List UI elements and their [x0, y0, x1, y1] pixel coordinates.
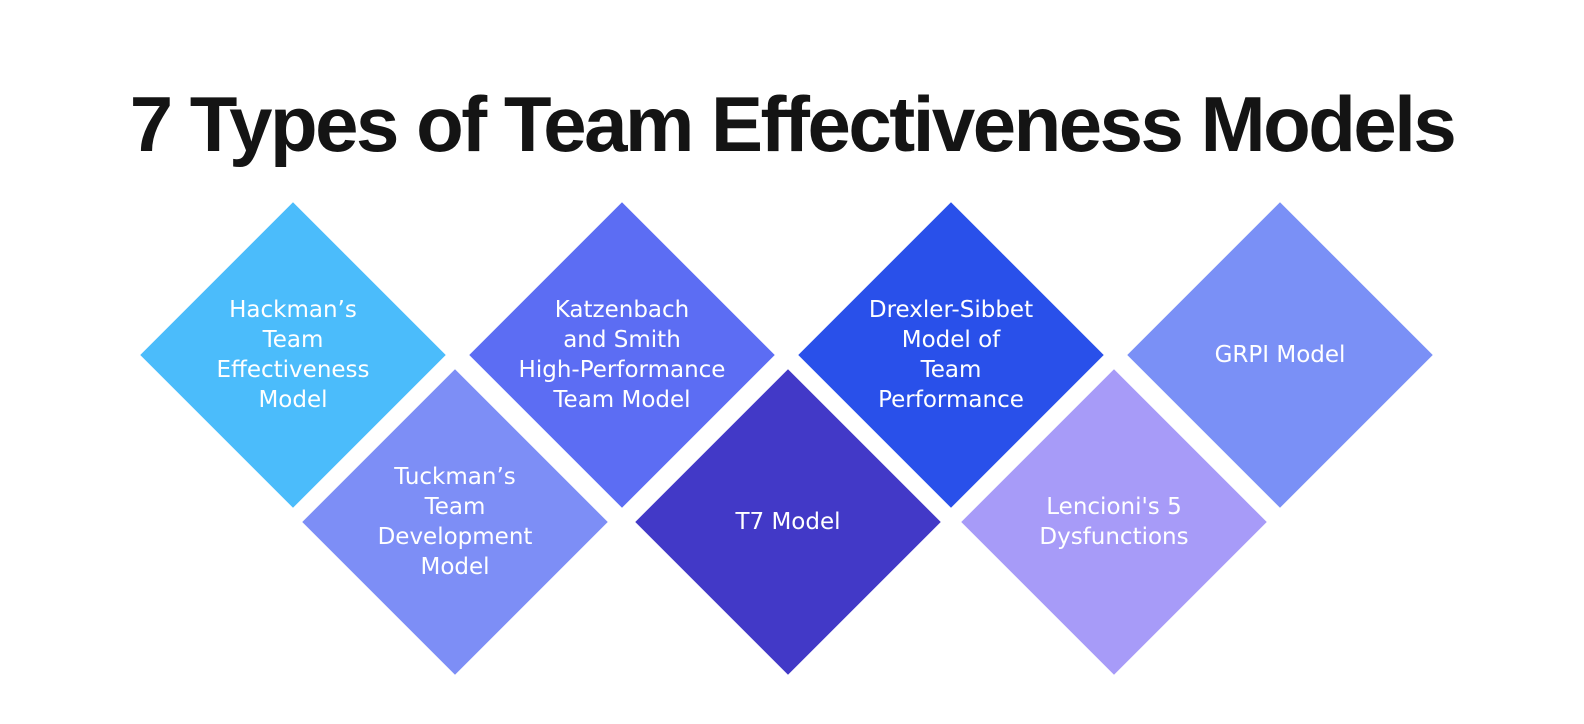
diamond-t7-model: T7 Model [635, 369, 941, 675]
diamond-tuckman-team-development-model: Tuckman’s Team Development Model [302, 369, 608, 675]
diamond-label: Lencioni's 5 Dysfunctions [1039, 494, 1189, 550]
page-title: 7 Types of Team Effectiveness Models [129, 80, 1457, 169]
diamond-label: T7 Model [735, 509, 841, 535]
diamond-lencioni-5-dysfunctions: Lencioni's 5 Dysfunctions [961, 369, 1267, 675]
diamond-label: Tuckman’s Team Development Model [377, 464, 533, 580]
